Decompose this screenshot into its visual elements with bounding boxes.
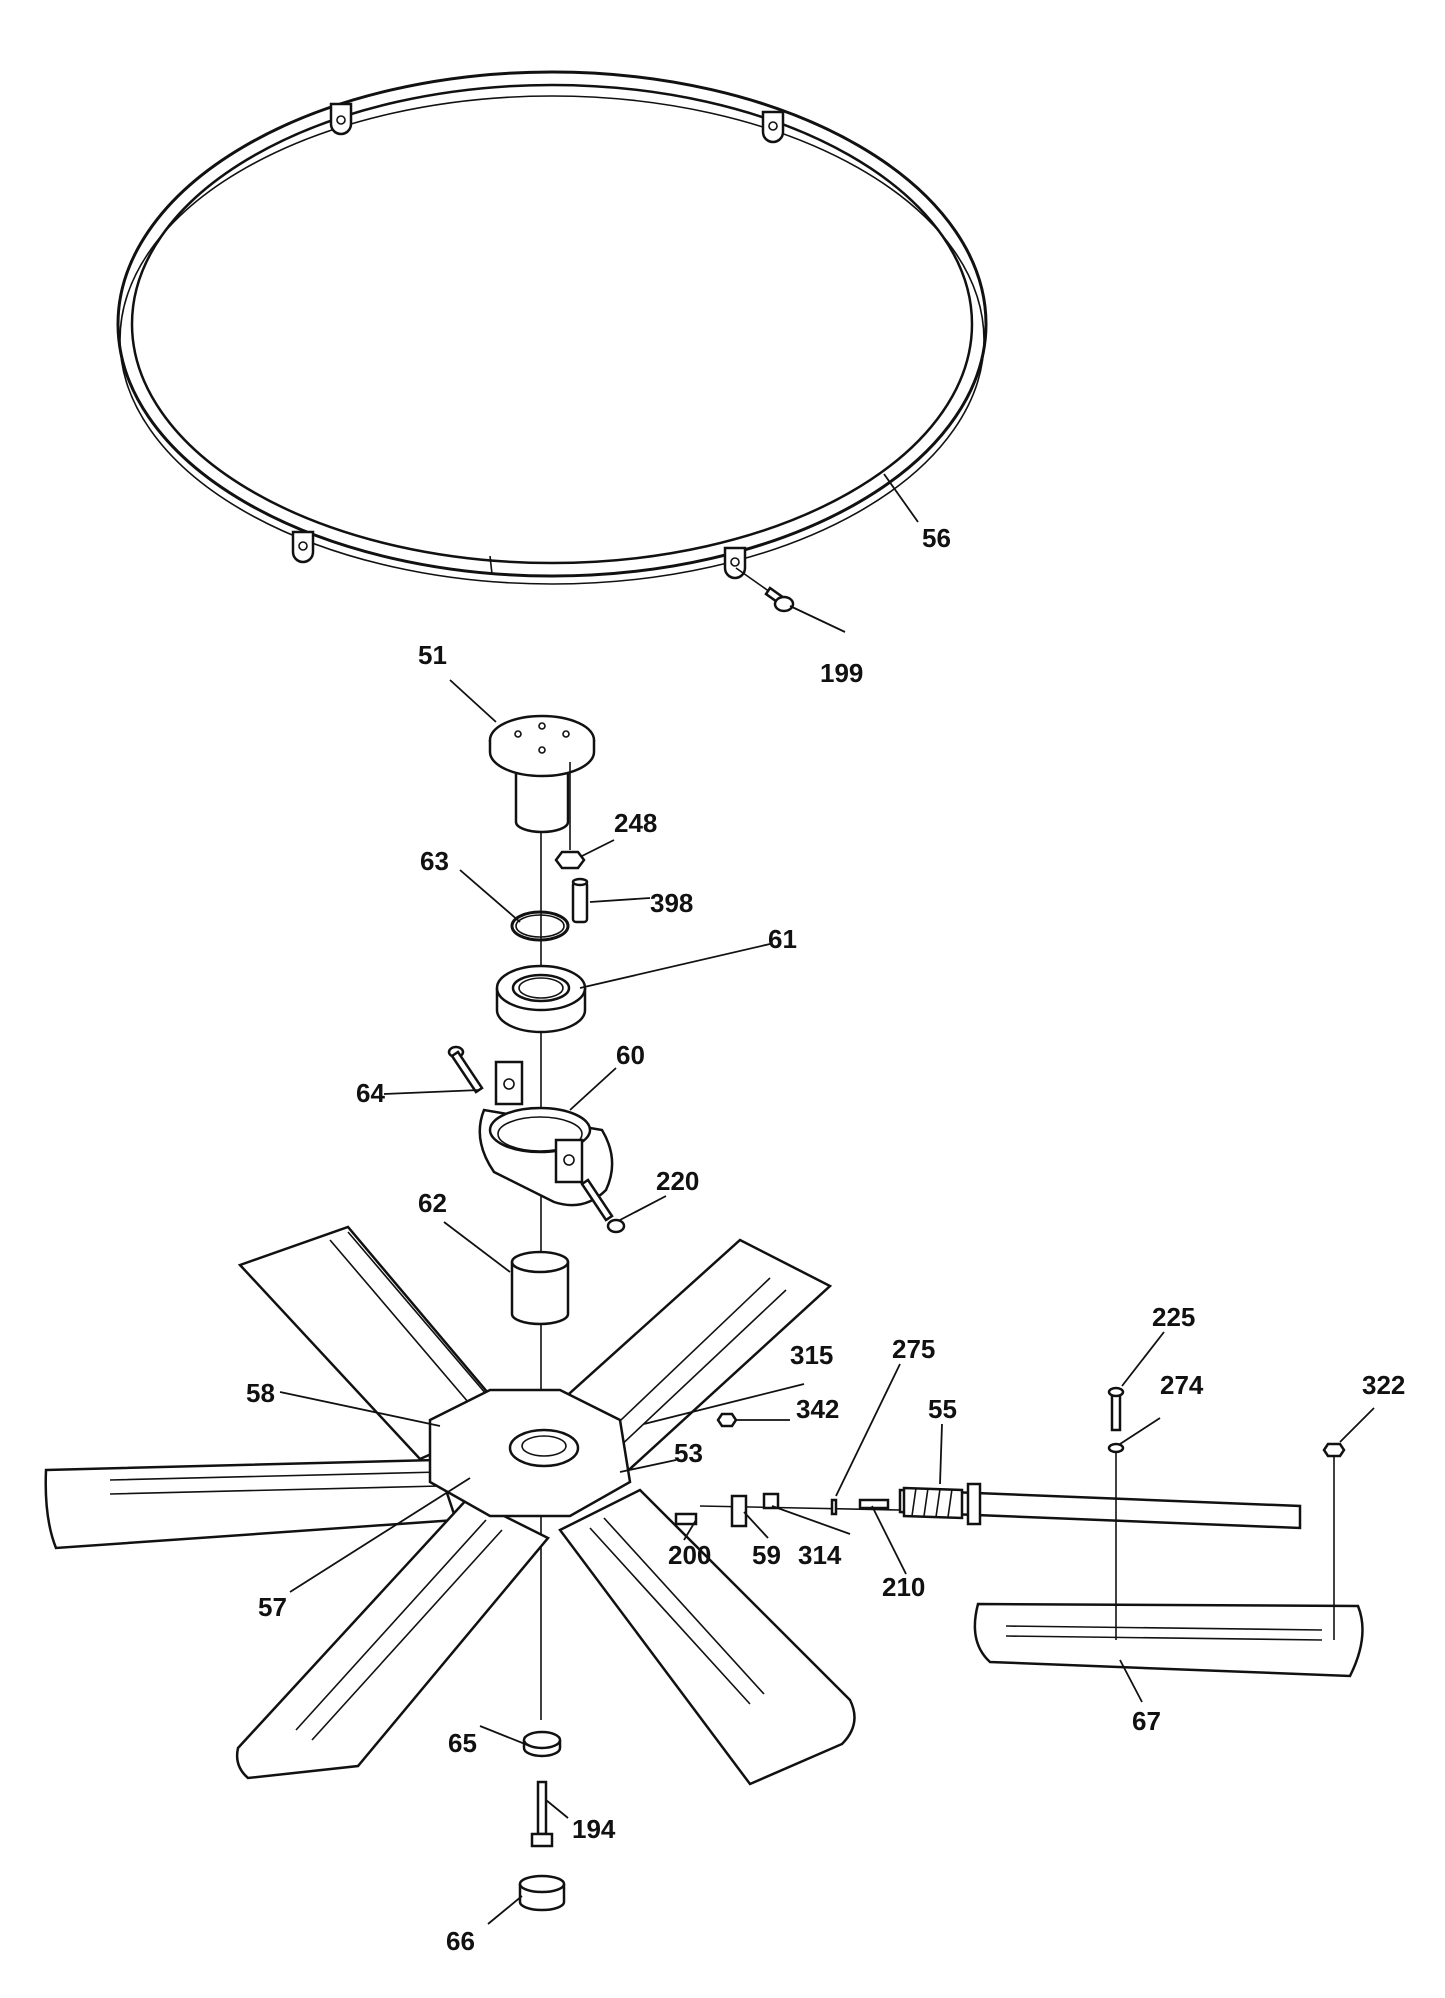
arm-shaft-55 [898, 1482, 1302, 1530]
washer-65 [522, 1730, 562, 1758]
bolt-220 [580, 1178, 626, 1234]
callout-200: 200 [668, 1540, 711, 1570]
callout-322: 322 [1362, 1370, 1405, 1400]
callout-56: 56 [922, 523, 951, 553]
bearing-61 [495, 964, 587, 1034]
pin-398 [571, 877, 589, 924]
callout-65: 65 [448, 1728, 477, 1758]
callout-61: 61 [768, 924, 797, 954]
callout-51: 51 [418, 640, 447, 670]
block-59 [730, 1494, 748, 1528]
callout-64: 64 [356, 1078, 385, 1108]
pin-210 [858, 1498, 890, 1510]
snap-ring-63 [510, 910, 570, 942]
screw-200 [674, 1512, 698, 1526]
callout-58: 58 [246, 1378, 275, 1408]
callout-342: 342 [796, 1394, 839, 1424]
callout-248: 248 [614, 808, 657, 838]
callout-398: 398 [650, 888, 693, 918]
nut-322 [1322, 1442, 1346, 1458]
callout-225: 225 [1152, 1302, 1195, 1332]
callout-275: 275 [892, 1334, 935, 1364]
bolt-199 [735, 567, 795, 613]
callout-220: 220 [656, 1166, 699, 1196]
callout-315: 315 [790, 1340, 833, 1370]
bolt-64 [447, 1045, 484, 1094]
callout-53: 53 [674, 1438, 703, 1468]
callout-labels: 56 199 51 248 63 398 61 60 64 220 62 225… [246, 523, 1405, 1956]
nut-314 [762, 1492, 780, 1510]
callout-67: 67 [1132, 1706, 1161, 1736]
callout-66: 66 [446, 1926, 475, 1956]
spring-pin-275 [830, 1498, 838, 1516]
callout-57: 57 [258, 1592, 287, 1622]
bracket-60 [478, 1060, 614, 1207]
paddle-67 [973, 1602, 1364, 1678]
callout-60: 60 [616, 1040, 645, 1070]
leader-lines [279, 473, 1375, 1925]
ring-56 [116, 70, 988, 585]
bolt-225 [1107, 1386, 1125, 1432]
callout-274: 274 [1160, 1370, 1204, 1400]
nut-248 [554, 850, 586, 870]
callout-314: 314 [798, 1540, 842, 1570]
cap-66 [518, 1874, 566, 1912]
paddle-hub-assembly [44, 1225, 856, 1786]
nut-342 [716, 1412, 738, 1428]
bolt-194 [530, 1780, 554, 1848]
callout-62: 62 [418, 1188, 447, 1218]
callout-199: 199 [820, 658, 863, 688]
bushing-62 [510, 1250, 570, 1326]
washer-274 [1107, 1442, 1125, 1454]
mount-plate-51 [488, 714, 596, 850]
callout-63: 63 [420, 846, 449, 876]
callout-210: 210 [882, 1572, 925, 1602]
callout-55: 55 [928, 1394, 957, 1424]
callout-194: 194 [572, 1814, 616, 1844]
callout-59: 59 [752, 1540, 781, 1570]
